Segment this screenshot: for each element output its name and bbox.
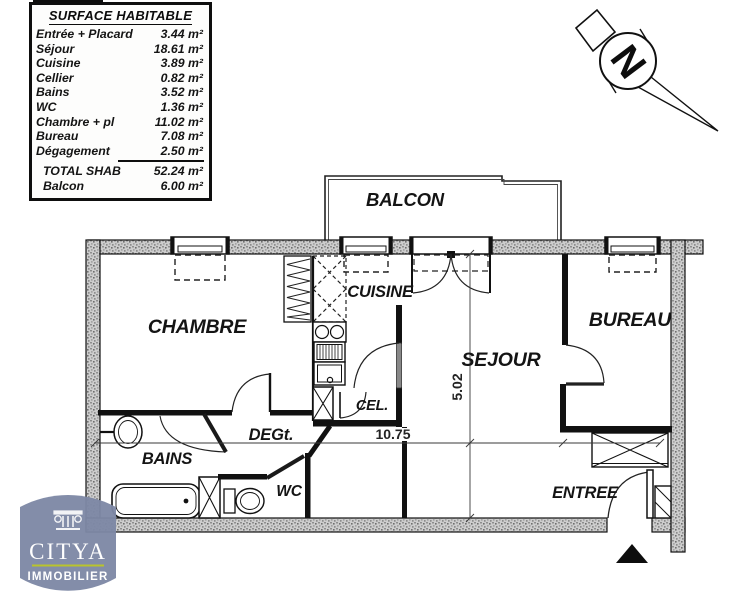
logo-name: CITYA [29, 539, 107, 564]
entrance-door-icon [607, 469, 654, 519]
room-label-chambre: CHAMBRE [148, 316, 247, 338]
room-label-cuisine: CUISINE [347, 283, 414, 301]
toilet-icon [223, 487, 265, 515]
bathtub-icon [111, 483, 201, 519]
room-label-wc: WC [276, 483, 302, 500]
kitchen-cupboard-icon [312, 255, 347, 323]
entry-duct-icon [654, 485, 672, 519]
room-labels: CHAMBRE CUISINE SEJOUR BUREAU BAINS WC C… [142, 283, 673, 502]
entree-closet-icon [591, 432, 669, 468]
column-capital-icon [53, 510, 83, 530]
surface-table-title: SURFACE HABITABLE [48, 8, 193, 25]
cellier-walls [313, 305, 402, 427]
window-cuisine-icon [339, 236, 393, 273]
kitchen-unit-icon [311, 256, 347, 421]
chambre-door-icon [98, 373, 313, 416]
entrance-arrow-icon [616, 544, 648, 563]
room-label-sejour: SEJOUR [462, 349, 541, 371]
exterior-walls [85, 239, 704, 553]
balcony: BALCON [324, 175, 562, 243]
room-label-entree: ENTREE [552, 484, 619, 502]
dim-label-bg [450, 366, 465, 408]
entree-area [591, 432, 672, 563]
room-label-bureau: BUREAU [589, 309, 672, 331]
logo-accent-line [32, 564, 104, 567]
room-label-cellier: CEL. [356, 398, 388, 414]
partition-sejour [402, 427, 407, 518]
window-chambre-icon [170, 236, 230, 281]
windows [170, 236, 661, 294]
washbasin-icon [100, 415, 143, 449]
dim-height-label: 5.02 [449, 373, 465, 400]
room-label-balcon: BALCON [366, 189, 445, 210]
table-separator [118, 160, 204, 163]
room-label-degagement: DEGt. [249, 426, 294, 444]
bureau-walls [560, 254, 672, 433]
citya-logo: CITYA IMMOBILIER [20, 495, 116, 591]
dim-width-label: 10.75 [375, 426, 410, 442]
chambre-closet-icon [283, 255, 312, 323]
dim-label-bg [370, 428, 416, 441]
french-door-icon [409, 236, 493, 294]
room-label-bains: BAINS [142, 450, 193, 468]
bains-fixtures [100, 412, 228, 519]
window-bureau-icon [604, 236, 661, 273]
dimension-lines [90, 249, 665, 523]
wc-room [198, 424, 333, 519]
logo-tagline: IMMOBILIER [28, 571, 109, 583]
north-arrow-icon: N [574, 8, 719, 132]
